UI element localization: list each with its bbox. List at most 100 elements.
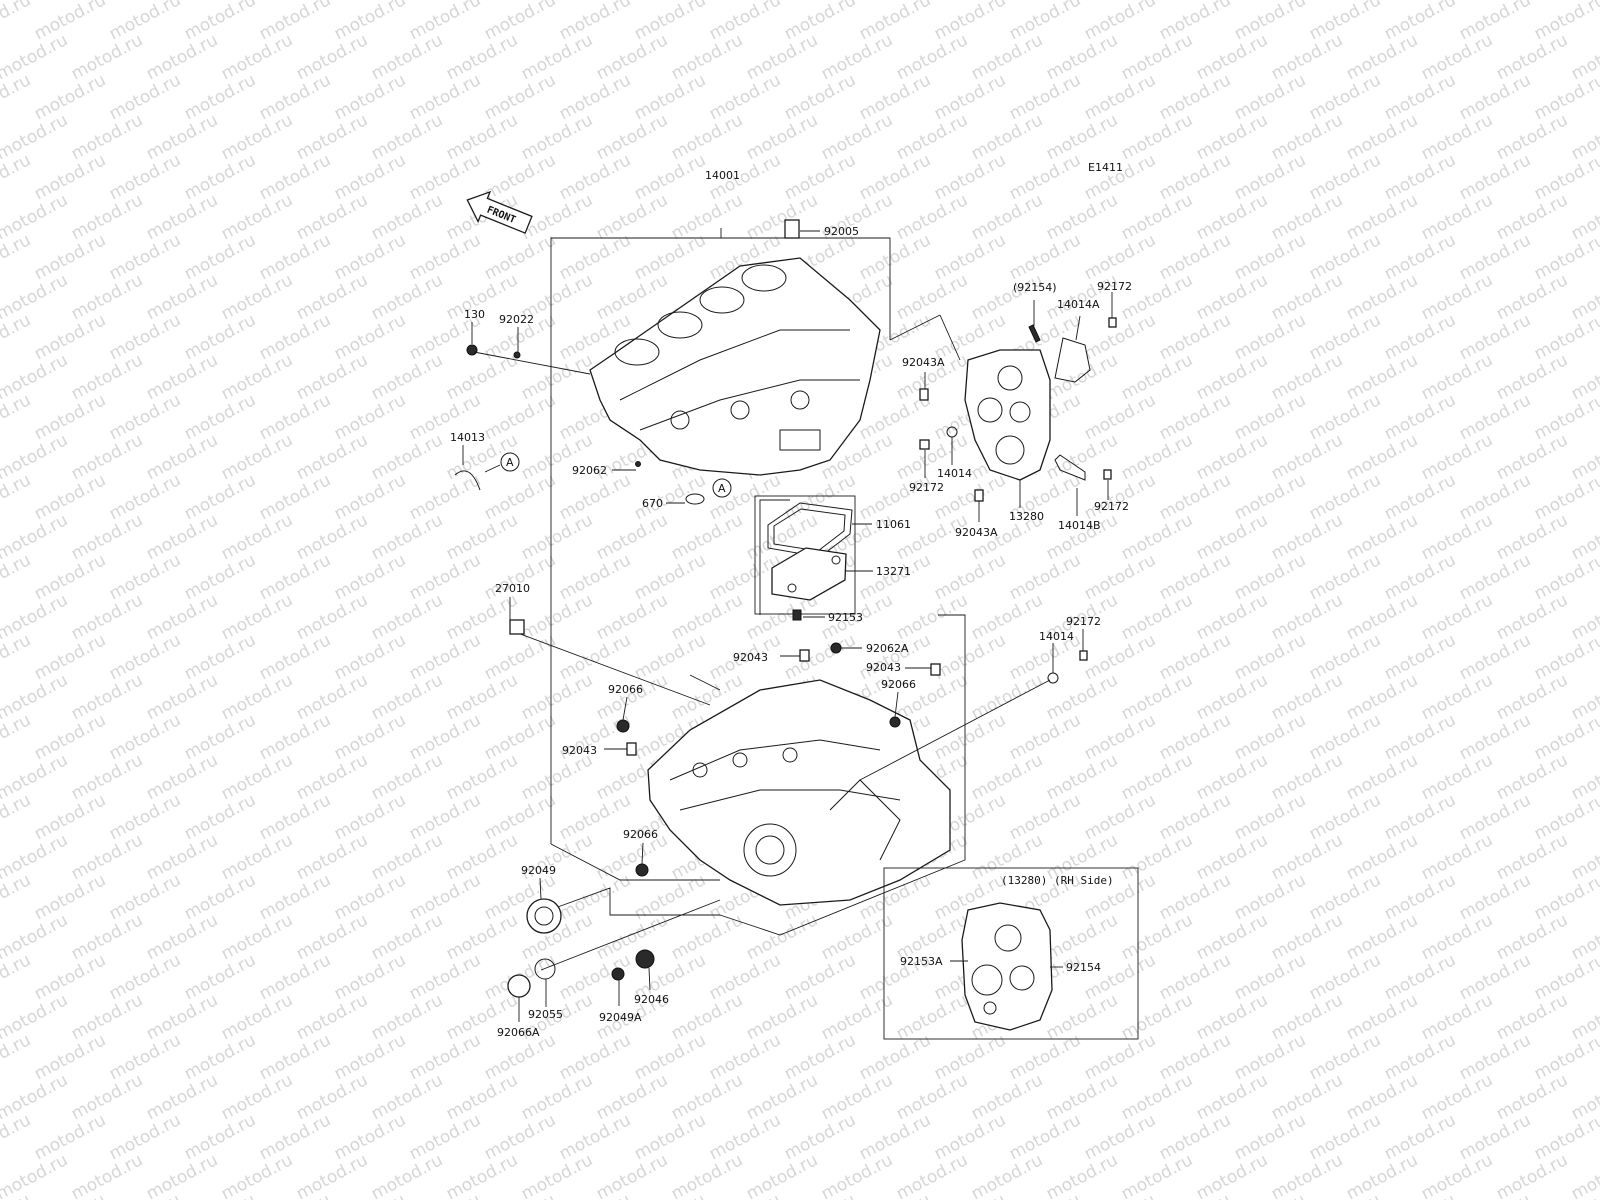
watermark-text: motod.ru — [406, 630, 484, 684]
watermark-text: motod.ru — [0, 1190, 34, 1200]
watermark-text: motod.ru — [781, 470, 859, 524]
watermark-text: motod.ru — [1081, 0, 1159, 44]
watermark-text: motod.ru — [1418, 510, 1496, 564]
watermark-text: motod.ru — [481, 790, 559, 844]
watermark-text: motod.ru — [106, 1110, 184, 1164]
watermark-text: motod.ru — [1006, 550, 1084, 604]
watermark-text: motod.ru — [106, 70, 184, 124]
part-label-92172-b: 92172 — [909, 481, 944, 494]
watermark-text: motod.ru — [1043, 1070, 1121, 1124]
watermark-text: motod.ru — [481, 470, 559, 524]
watermark-text: motod.ru — [256, 710, 334, 764]
watermark-text: motod.ru — [143, 430, 221, 484]
watermark-text: motod.ru — [931, 1030, 1009, 1084]
watermark-text: motod.ru — [856, 470, 934, 524]
watermark-text: motod.ru — [443, 110, 521, 164]
watermark-text: motod.ru — [1156, 630, 1234, 684]
watermark-text: motod.ru — [1306, 790, 1384, 844]
watermark-text: motod.ru — [556, 870, 634, 924]
watermark-text: motod.ru — [1493, 910, 1571, 964]
watermark-text: motod.ru — [1268, 990, 1346, 1044]
watermark-text: motod.ru — [1118, 910, 1196, 964]
watermark-text: motod.ru — [481, 390, 559, 444]
watermark-text: motod.ru — [1118, 510, 1196, 564]
watermark-text: motod.ru — [106, 950, 184, 1004]
watermark-text: motod.ru — [893, 990, 971, 1044]
watermark-text: motod.ru — [368, 1150, 446, 1200]
watermark-text: motod.ru — [1081, 950, 1159, 1004]
watermark-text: motod.ru — [931, 550, 1009, 604]
watermark-text: motod.ru — [143, 830, 221, 884]
watermark-text: motod.ru — [1118, 670, 1196, 724]
watermark-text: motod.ru — [106, 230, 184, 284]
part-label-92154-paren: (92154) — [1013, 281, 1057, 294]
watermark-text: motod.ru — [1231, 150, 1309, 204]
watermark-text: motod.ru — [181, 550, 259, 604]
watermark-text: motod.ru — [143, 270, 221, 324]
watermark-text: motod.ru — [1343, 510, 1421, 564]
watermark-text: motod.ru — [368, 670, 446, 724]
watermark-text: motod.ru — [968, 30, 1046, 84]
watermark-text: motod.ru — [181, 1110, 259, 1164]
watermark-text: motod.ru — [293, 30, 371, 84]
watermark-text: motod.ru — [518, 750, 596, 804]
watermark-text: motod.ru — [1306, 1030, 1384, 1084]
watermark-text: motod.ru — [181, 710, 259, 764]
watermark-text: motod.ru — [68, 990, 146, 1044]
watermark-text: motod.ru — [293, 1150, 371, 1200]
part-label-92046: 92046 — [634, 993, 669, 1006]
watermark-text: motod.ru — [143, 670, 221, 724]
watermark-text: motod.ru — [31, 150, 109, 204]
part-label-92043-a: 92043 — [733, 651, 768, 664]
watermark-text: motod.ru — [31, 390, 109, 444]
part-label-92066-a: 92066 — [608, 683, 643, 696]
watermark-text: motod.ru — [1381, 70, 1459, 124]
watermark-text: motod.ru — [106, 0, 184, 44]
watermark-text: motod.ru — [331, 790, 409, 844]
watermark-text: motod.ru — [856, 70, 934, 124]
watermark-text: motod.ru — [331, 470, 409, 524]
watermark-text: motod.ru — [1006, 70, 1084, 124]
part-label-13271: 13271 — [876, 565, 911, 578]
watermark-text: motod.ru — [331, 1110, 409, 1164]
watermark-text: motod.ru — [1081, 230, 1159, 284]
watermark-text: motod.ru — [1418, 910, 1496, 964]
watermark-text: motod.ru — [443, 830, 521, 884]
watermark-text: motod.ru — [1081, 630, 1159, 684]
watermark-text: motod.ru — [143, 750, 221, 804]
watermark-text: motod.ru — [293, 670, 371, 724]
watermark-text: motod.ru — [293, 750, 371, 804]
ref-marker-a-left: A — [484, 452, 520, 473]
watermark-text: motod.ru — [181, 310, 259, 364]
watermark-text: motod.ru — [106, 150, 184, 204]
watermark-text: motod.ru — [1306, 0, 1384, 44]
watermark-text: motod.ru — [1156, 70, 1234, 124]
watermark-text: motod.ru — [368, 990, 446, 1044]
watermark-text: motod.ru — [1268, 750, 1346, 804]
watermark-text: motod.ru — [256, 1110, 334, 1164]
watermark-text: motod.ru — [1493, 430, 1571, 484]
small-parts — [454, 219, 1117, 998]
watermark-text: motod.ru — [556, 630, 634, 684]
front-arrow-icon: FRONT — [466, 190, 533, 234]
watermark-text: motod.ru — [668, 590, 746, 644]
part-label-92172-a: 92172 — [1097, 280, 1132, 293]
watermark-text: motod.ru — [1156, 310, 1234, 364]
watermark-text: motod.ru — [218, 990, 296, 1044]
watermark-text: motod.ru — [406, 0, 484, 44]
watermark-text: motod.ru — [1418, 670, 1496, 724]
watermark-text: motod.ru — [293, 270, 371, 324]
watermark-text: motod.ru — [1231, 470, 1309, 524]
watermark-text: motod.ru — [68, 830, 146, 884]
watermark-text: motod.ru — [1006, 1030, 1084, 1084]
watermark-text: motod.ru — [1231, 230, 1309, 284]
watermark-text: motod.ru — [818, 1070, 896, 1124]
watermark-text: motod.ru — [218, 430, 296, 484]
watermark-text: motod.ru — [1381, 790, 1459, 844]
watermark-text: motod.ru — [31, 230, 109, 284]
watermark-text: motod.ru — [443, 1150, 521, 1200]
watermark-text: motod.ru — [293, 350, 371, 404]
watermark-text: motod.ru — [368, 1070, 446, 1124]
watermark-text: motod.ru — [518, 110, 596, 164]
